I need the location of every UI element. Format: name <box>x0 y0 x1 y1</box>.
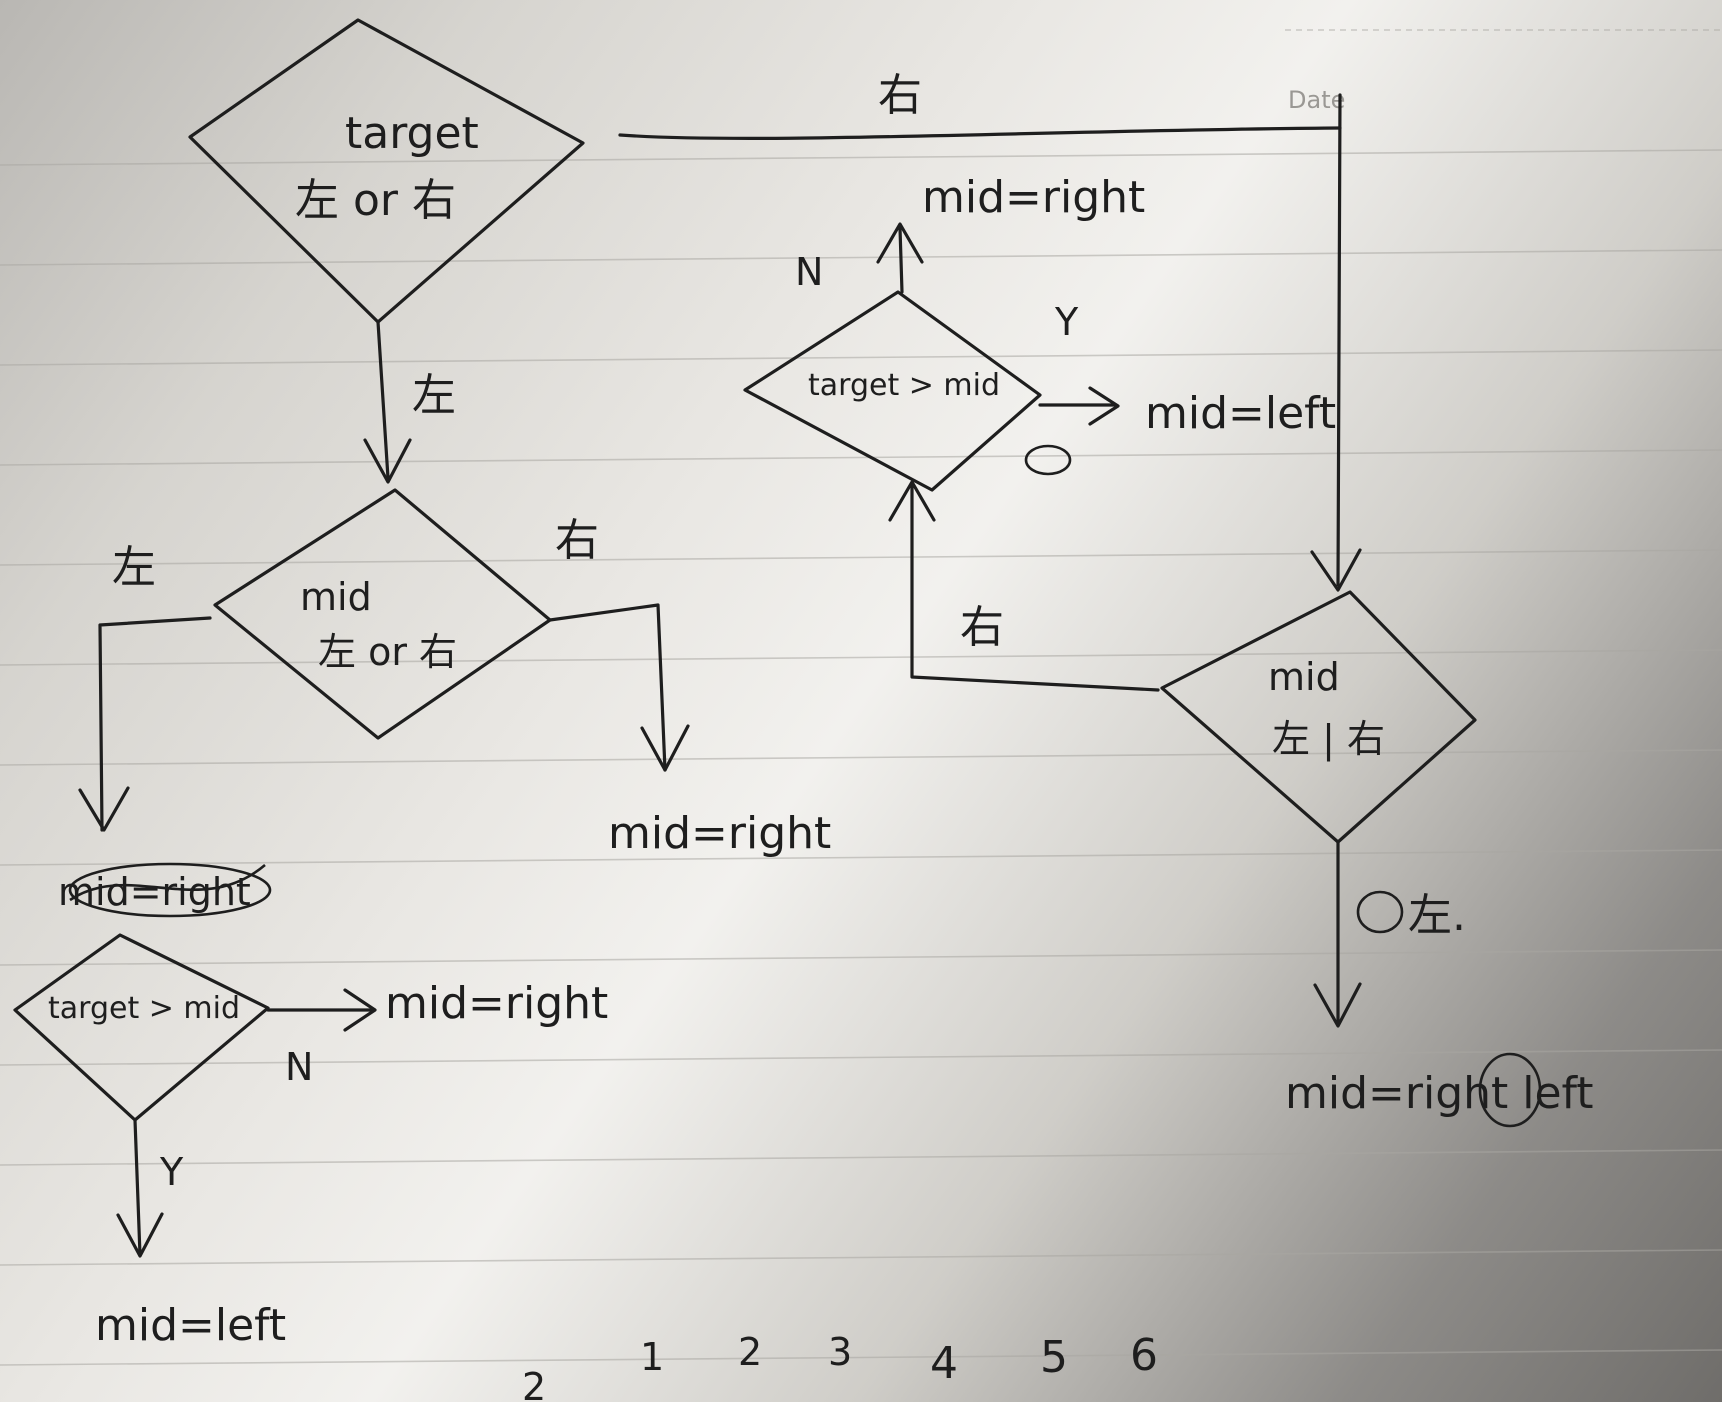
output-lower-mid-right: mid=right <box>385 978 608 1029</box>
scribble-icon <box>69 864 266 902</box>
arrowhead-d2-right <box>640 724 690 772</box>
label-d4-y: Y <box>159 1150 184 1194</box>
page-numbers: 2 1 2 3 4 5 6 <box>522 1330 1158 1402</box>
arrowhead-d4-down <box>116 1212 164 1258</box>
output-upper-mid-left: mid=left <box>1145 388 1336 439</box>
label-d5-left: 右 <box>960 602 1004 653</box>
edge-d2-right <box>548 603 667 772</box>
d1-line1: target <box>345 108 479 159</box>
page-number: 5 <box>1040 1332 1068 1383</box>
label-d4-n: N <box>285 1045 313 1089</box>
edge-d4-down <box>133 1118 142 1257</box>
edge-right-column <box>1336 93 1342 587</box>
edge-d2-left <box>98 616 212 832</box>
d5-line1: mid <box>1268 655 1340 699</box>
d2-line1: mid <box>300 575 372 619</box>
ruled-lines <box>0 29 1722 1366</box>
d5-line2: 左 | 右 <box>1272 717 1385 762</box>
scribble-icon <box>1356 890 1404 934</box>
page-number: 2 <box>738 1330 762 1374</box>
d1-line2: 左 or 右 <box>295 175 456 226</box>
label-d1-down: 左 <box>412 370 456 421</box>
header-date-mark: Date <box>1288 86 1345 114</box>
arrowhead-d3-up <box>876 222 924 264</box>
label-d2-right: 右 <box>555 515 599 566</box>
output-right-bottom-mid-left: mid=right left <box>1285 1068 1594 1119</box>
decision-diamond-4 <box>13 933 270 1122</box>
d4-text: target > mid <box>48 991 240 1026</box>
arrowhead-d4-right <box>343 988 377 1032</box>
page-number: 3 <box>828 1330 852 1374</box>
output-bottom-mid-left: mid=left <box>95 1300 286 1351</box>
output-top-mid-right: mid=right <box>922 172 1145 223</box>
page-number: 2 <box>522 1365 546 1402</box>
decision-diamond-3 <box>743 290 1042 492</box>
label-top-right: 右 <box>878 70 922 121</box>
arrowhead-d1-down <box>363 438 412 484</box>
scribble-icon <box>68 862 272 918</box>
decision-diamond-5 <box>1160 590 1477 844</box>
label-d3-y: Y <box>1054 300 1079 344</box>
label-d2-left: 左 <box>112 542 156 593</box>
output-center-mid-right: mid=right <box>608 808 831 859</box>
arrowhead-d5-top <box>1310 548 1362 592</box>
page-number: 6 <box>1130 1330 1158 1381</box>
arrowhead-d3-bottom <box>888 480 936 522</box>
arrowhead-d2-left <box>78 786 130 832</box>
page-number: 1 <box>640 1335 664 1379</box>
edge-d1-down <box>376 320 390 480</box>
page-number: 4 <box>930 1338 958 1389</box>
label-d3-n: N <box>795 250 823 294</box>
arrowhead-d3-right <box>1088 386 1120 426</box>
scribble-icon <box>1478 1052 1542 1128</box>
scribble-icon <box>1024 444 1072 476</box>
edge-d1-right <box>618 126 1342 140</box>
d3-text: target > mid <box>808 368 1000 403</box>
arrowhead-d5-down <box>1313 982 1362 1028</box>
edge-d3-up <box>898 226 904 294</box>
d2-line2: 左 or 右 <box>318 630 457 674</box>
label-d5-down: 左. <box>1408 890 1466 941</box>
decision-diamond-1 <box>188 18 585 324</box>
edge-d5-left <box>910 483 1160 692</box>
decision-diamond-2 <box>213 488 552 740</box>
